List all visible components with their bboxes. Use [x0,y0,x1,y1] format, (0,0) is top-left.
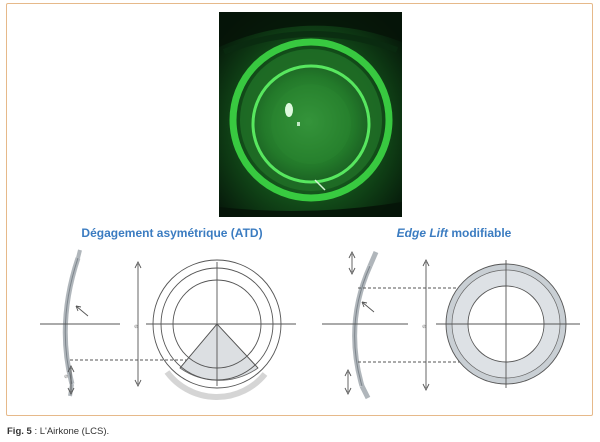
asymmetric-lens-diagram: ⊘ ⊘ [40,249,296,401]
svg-text:⊘: ⊘ [134,324,138,330]
panel-asymmetric-clearance: Dégagement asymétrique (ATD) [34,226,310,408]
svg-text:⊘: ⊘ [64,374,68,380]
eye-photo-illustration [219,12,402,217]
panel-title-edge-lift: Edge Lift modifiable [396,226,512,240]
panel-title-asymmetric: Dégagement asymétrique (ATD) [81,226,263,240]
edge-lift-lens-diagram: ⊘ [322,250,580,400]
panel-edge-lift: Edge Lift modifiable [318,226,590,408]
figure-caption: Fig. 5 : L'Airkone (LCS). [7,426,110,437]
figure-frame [6,3,593,416]
svg-text:⊘: ⊘ [422,324,426,330]
fluorescein-eye-photo [219,12,402,217]
